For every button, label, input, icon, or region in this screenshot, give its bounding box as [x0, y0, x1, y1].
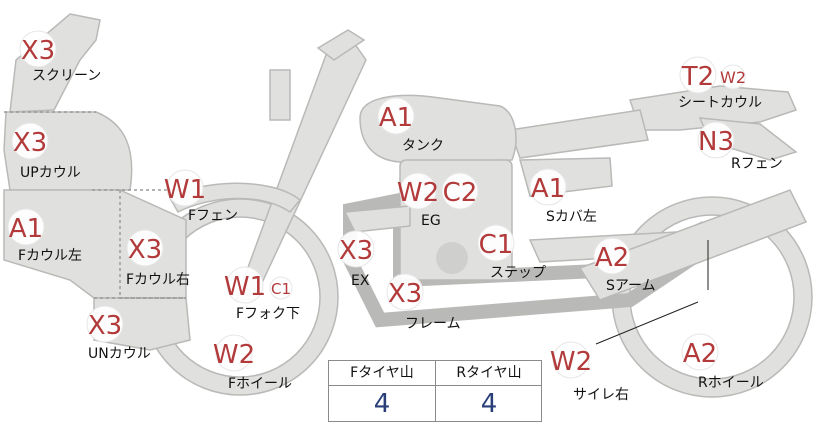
- grade-text: W2: [213, 340, 255, 370]
- grade-text-small: C1: [271, 280, 291, 298]
- grade-badge: [86, 305, 124, 343]
- grade-badge: [377, 97, 415, 135]
- grade-badge: [11, 122, 49, 160]
- rear-tire-column: Rタイヤ山 4: [436, 361, 542, 421]
- grade-badge: [166, 169, 204, 207]
- grade-text: X3: [13, 128, 47, 158]
- front-tire-column: Fタイヤ山 4: [329, 361, 436, 421]
- grade-text: A1: [531, 174, 565, 204]
- exhaust-shape: [343, 205, 411, 233]
- part-f-cowl-left: A1 Fカウル左: [7, 208, 82, 264]
- part-label: シートカウル: [678, 95, 762, 111]
- grade-text: X3: [21, 36, 55, 66]
- part-label: Sアーム: [606, 278, 656, 294]
- part-side-cover-left: A1 Sカバ左: [529, 168, 597, 225]
- part-label: Fカウル右: [126, 272, 190, 288]
- part-r-wheel: A2 Rホイール: [681, 333, 764, 391]
- part-label: UPカウル: [20, 165, 81, 181]
- grade-text: W1: [224, 272, 266, 302]
- grade-badge: [593, 237, 631, 275]
- seat-shape: [508, 109, 649, 159]
- part-label: フレーム: [405, 316, 461, 332]
- silencer-shape: [578, 189, 808, 301]
- part-un-cowl: X3 UNカウル: [86, 305, 151, 362]
- grade-badge: [7, 208, 45, 246]
- part-label: タンク: [402, 138, 444, 154]
- part-label: EG: [421, 213, 441, 229]
- grade-badge: [697, 121, 735, 159]
- front-tire-header: Fタイヤ山: [329, 361, 435, 386]
- part-up-cowl: X3 UPカウル: [11, 122, 81, 181]
- grade-badge: [477, 224, 515, 262]
- grade-badge: [337, 230, 375, 268]
- part-label: Fカウル左: [18, 248, 82, 264]
- part-f-wheel: W2 Fホイール: [213, 334, 292, 392]
- part-screen: X3 スクリーン: [19, 30, 101, 84]
- grade-text: X3: [339, 236, 373, 266]
- part-silencer-right: W2 サイレ右: [550, 341, 629, 403]
- part-seat-cowl: T2 W2 シートカウル: [678, 56, 762, 111]
- part-label: Fホイール: [228, 376, 292, 392]
- grade-badge: [386, 273, 424, 311]
- leader-lines: [595, 240, 709, 345]
- part-engine: W2 C2 EG: [397, 172, 479, 229]
- grade-text: X3: [88, 311, 122, 341]
- part-step: C1 ステップ: [477, 224, 546, 281]
- part-label: Rホイール: [698, 375, 764, 391]
- part-label: UNカウル: [88, 346, 151, 362]
- part-r-fender: N3 Rフェン: [697, 121, 783, 172]
- part-exhaust: X3 EX: [337, 230, 375, 289]
- part-label: Fフェン: [188, 208, 238, 224]
- grade-text: X3: [128, 235, 162, 265]
- front-tire-value: 4: [373, 389, 391, 419]
- grade-text: T2: [681, 62, 714, 92]
- part-label: サイレ右: [573, 387, 629, 403]
- grade-text: A2: [595, 243, 629, 273]
- part-label: Rフェン: [731, 156, 783, 172]
- grade-text: W1: [164, 175, 206, 205]
- grade-badge-small: [720, 64, 746, 90]
- grade-text-small: W2: [720, 68, 746, 87]
- part-label: Fフォク下: [236, 306, 300, 322]
- grade-text: W2: [397, 178, 439, 208]
- part-swing-arm: A2 Sアーム: [593, 237, 656, 294]
- grade-badge: [529, 168, 567, 206]
- grade-text: C1: [479, 230, 514, 260]
- part-f-fork-lower: W1 C1 Fフォク下: [224, 266, 300, 322]
- part-tank: A1 タンク: [377, 97, 444, 154]
- rear-tire-value: 4: [480, 389, 498, 419]
- grade-text: N3: [698, 127, 734, 157]
- grade-text: A1: [379, 103, 413, 133]
- part-f-fender: W1 Fフェン: [164, 169, 238, 224]
- grade-badge-2: [441, 172, 479, 210]
- tire-tread-table: Fタイヤ山 4 Rタイヤ山 4: [328, 360, 542, 422]
- part-frame: X3 フレーム: [386, 273, 461, 332]
- grade-badge: [19, 30, 57, 68]
- part-label: EX: [351, 273, 370, 289]
- grade-badge: [679, 56, 717, 94]
- part-label: Sカバ左: [546, 209, 597, 225]
- rear-tire-header: Rタイヤ山: [436, 361, 542, 386]
- grade-text: A2: [683, 339, 717, 369]
- grade-text: X3: [388, 279, 422, 309]
- grade-text-2: C2: [443, 178, 478, 208]
- grade-badge: [226, 266, 264, 304]
- grade-text: A1: [9, 214, 43, 244]
- part-f-cowl-right: X3 Fカウル右: [126, 229, 190, 288]
- grade-text: W2: [550, 347, 592, 377]
- part-label: ステップ: [490, 265, 546, 281]
- grade-badge-small: [269, 276, 293, 300]
- screen-shape: [9, 13, 101, 113]
- part-label: スクリーン: [32, 68, 101, 84]
- grade-badge: [126, 229, 164, 267]
- grade-badge: [552, 341, 590, 379]
- grade-badge: [681, 333, 719, 371]
- grade-badge: [399, 172, 437, 210]
- grade-badge: [215, 334, 253, 372]
